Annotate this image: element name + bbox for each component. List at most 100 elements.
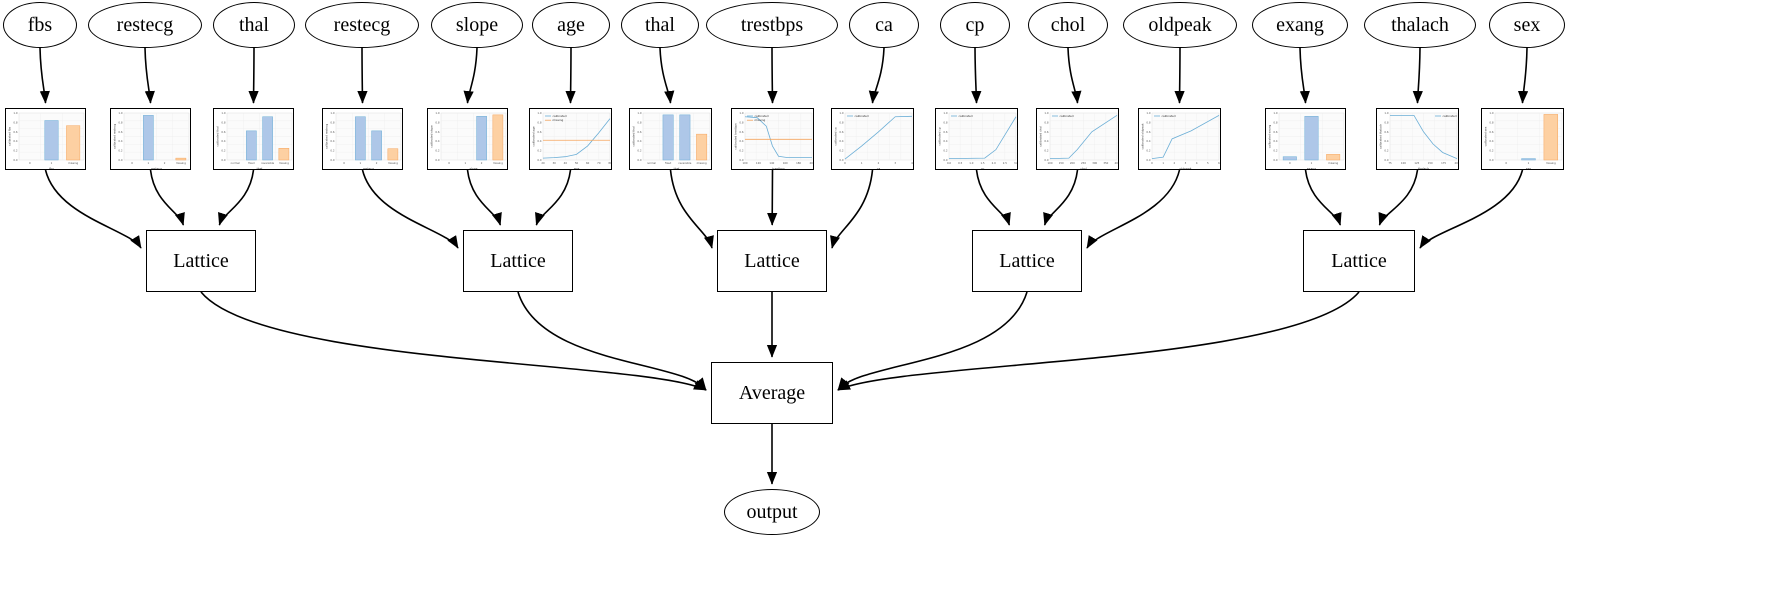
svg-text:0.0: 0.0 bbox=[739, 158, 743, 162]
svg-text:missing: missing bbox=[1328, 161, 1338, 165]
calibrator-plot-cp-9[interactable]: 1.00.80.60.40.20.00.00.51.01.52.02.53.0c… bbox=[935, 108, 1018, 170]
svg-text:1: 1 bbox=[465, 161, 467, 165]
calibrator-plot-trestbps-7[interactable]: 1.00.80.60.40.20.0100120140160180200tres… bbox=[731, 108, 814, 170]
graph-edge bbox=[1299, 47, 1310, 104]
feature-node-label: oldpeak bbox=[1148, 13, 1212, 36]
svg-text:1: 1 bbox=[861, 161, 863, 165]
graph-edge bbox=[248, 47, 259, 104]
lattice-node-0[interactable]: Lattice bbox=[146, 230, 256, 292]
lattice-node-3[interactable]: Lattice bbox=[972, 230, 1082, 292]
svg-text:0.2: 0.2 bbox=[13, 149, 17, 153]
svg-text:0.4: 0.4 bbox=[221, 139, 225, 143]
plot-canvas: 1.00.80.60.40.20.075100125150175200thala… bbox=[1379, 111, 1459, 169]
feature-node-ca[interactable]: ca bbox=[849, 2, 919, 48]
feature-node-cp[interactable]: cp bbox=[940, 2, 1010, 48]
graph-edge bbox=[1304, 169, 1342, 226]
lattice-node-4[interactable]: Lattice bbox=[1303, 230, 1415, 292]
svg-text:0.8: 0.8 bbox=[943, 120, 947, 124]
line-series-calibrated bbox=[1049, 115, 1118, 159]
svg-text:0.8: 0.8 bbox=[435, 120, 439, 124]
graph-edge bbox=[361, 169, 459, 249]
calibrator-plot-chol-10[interactable]: 1.00.80.60.40.20.0100150200250300350400c… bbox=[1036, 108, 1119, 170]
feature-node-chol[interactable]: chol bbox=[1028, 2, 1108, 48]
svg-text:200: 200 bbox=[1070, 161, 1075, 165]
svg-text:1.0: 1.0 bbox=[221, 111, 225, 115]
graph-edge bbox=[1378, 169, 1419, 226]
svg-text:0.2: 0.2 bbox=[435, 149, 439, 153]
lattice-node-2[interactable]: Lattice bbox=[717, 230, 827, 292]
feature-node-slope[interactable]: slope bbox=[431, 2, 523, 48]
lattice-node-label: Lattice bbox=[999, 249, 1055, 272]
calibrator-plot-thalach-13[interactable]: 1.00.80.60.40.20.075100125150175200thala… bbox=[1376, 108, 1459, 170]
svg-text:0.2: 0.2 bbox=[637, 149, 641, 153]
svg-text:140: 140 bbox=[769, 161, 774, 165]
svg-text:120: 120 bbox=[756, 161, 761, 165]
bar-3 bbox=[492, 114, 504, 161]
bar-2 bbox=[371, 130, 382, 161]
feature-node-restecg[interactable]: restecg bbox=[88, 2, 202, 48]
feature-node-thal[interactable]: thal bbox=[621, 2, 699, 48]
plot-ylabel: calibrated thal bbox=[216, 126, 220, 147]
plot-xlabel: thal bbox=[674, 167, 680, 170]
plot-xlabel: sex bbox=[1526, 167, 1531, 170]
line-series-calibrated bbox=[948, 116, 1017, 159]
graph-edge bbox=[975, 169, 1011, 226]
svg-text:0.8: 0.8 bbox=[330, 120, 334, 124]
feature-node-oldpeak[interactable]: oldpeak bbox=[1123, 2, 1237, 48]
plot-ylabel: calibrated chol bbox=[1039, 126, 1043, 147]
feature-node-thalach[interactable]: thalach bbox=[1364, 2, 1476, 48]
svg-text:0.0: 0.0 bbox=[330, 158, 334, 162]
svg-text:0.8: 0.8 bbox=[1384, 120, 1388, 124]
feature-node-age[interactable]: age bbox=[532, 2, 610, 48]
svg-text:175: 175 bbox=[1441, 161, 1446, 165]
svg-text:200: 200 bbox=[1455, 161, 1458, 165]
feature-node-thal[interactable]: thal bbox=[213, 2, 295, 48]
svg-text:1.5: 1.5 bbox=[980, 161, 984, 165]
average-node[interactable]: Average bbox=[711, 362, 833, 424]
line-series-calibrated bbox=[844, 115, 913, 160]
output-node[interactable]: output bbox=[724, 489, 820, 535]
feature-node-label: slope bbox=[455, 13, 499, 36]
feature-node-exang[interactable]: exang bbox=[1252, 2, 1348, 48]
feature-node-fbs[interactable]: fbs bbox=[3, 2, 77, 48]
svg-text:350: 350 bbox=[1103, 161, 1108, 165]
svg-text:5: 5 bbox=[1207, 161, 1209, 165]
svg-text:0.4: 0.4 bbox=[1489, 139, 1493, 143]
feature-node-label: restecg bbox=[116, 13, 174, 36]
feature-node-restecg[interactable]: restecg bbox=[305, 2, 419, 48]
lattice-node-1[interactable]: Lattice bbox=[463, 230, 573, 292]
svg-text:0.8: 0.8 bbox=[537, 120, 541, 124]
feature-node-trestbps[interactable]: trestbps bbox=[706, 2, 838, 48]
feature-node-label: thal bbox=[645, 13, 675, 36]
plot-ylabel: calibrated exang bbox=[1268, 125, 1272, 149]
calibrator-plot-age-5[interactable]: 1.00.80.60.40.20.020304050607080agecalib… bbox=[529, 108, 612, 170]
svg-text:0.6: 0.6 bbox=[943, 130, 947, 134]
plot-canvas: 1.00.80.60.40.20.020304050607080agecalib… bbox=[532, 111, 612, 169]
graph-edge bbox=[659, 47, 675, 104]
feature-node-sex[interactable]: sex bbox=[1489, 2, 1565, 48]
feature-node-label: thalach bbox=[1391, 13, 1449, 36]
svg-text:3: 3 bbox=[1185, 161, 1187, 165]
plot-xlabel: thal bbox=[257, 167, 263, 170]
svg-text:150: 150 bbox=[1059, 161, 1064, 165]
plot-xlabel: trestbps bbox=[772, 167, 785, 170]
svg-text:0.8: 0.8 bbox=[637, 120, 641, 124]
graph-edge bbox=[830, 169, 874, 249]
legend-label-calibrated: calibrated bbox=[1162, 114, 1176, 118]
svg-text:0.4: 0.4 bbox=[435, 139, 439, 143]
svg-text:125: 125 bbox=[1414, 161, 1419, 165]
